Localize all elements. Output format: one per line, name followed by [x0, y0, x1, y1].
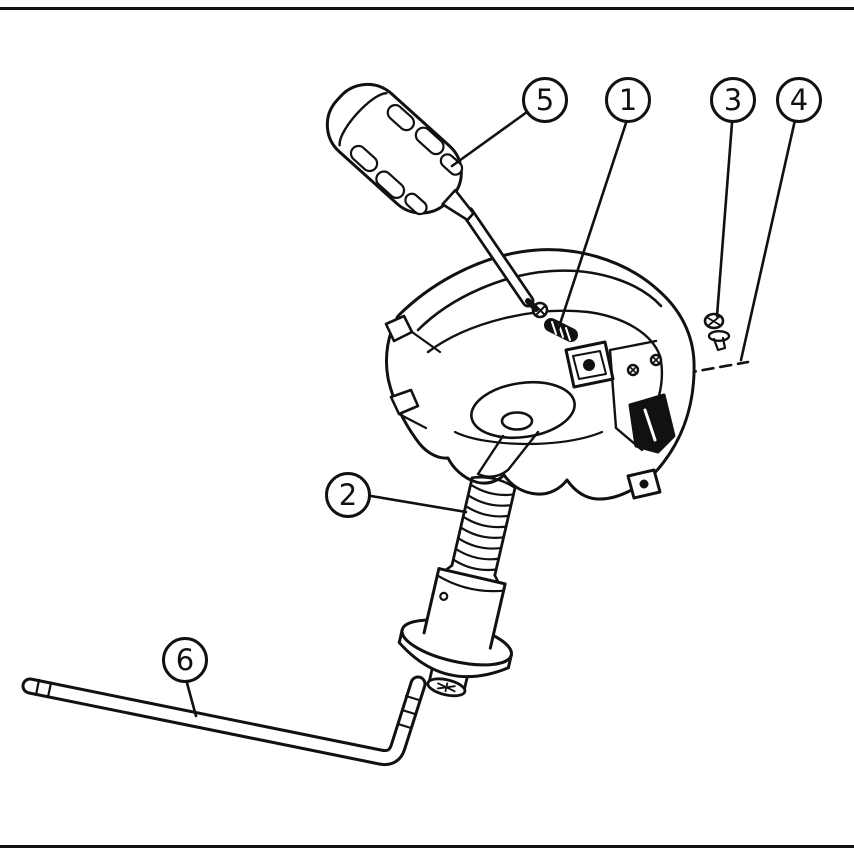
- clamp-screw-washer: [707, 330, 731, 343]
- handle-grip-slot: [439, 153, 464, 176]
- callout-5: 5: [522, 77, 568, 123]
- top-border-line: [0, 7, 854, 10]
- handle-grip-slot: [349, 144, 379, 173]
- torx-key: [21, 675, 427, 766]
- square-insert-inner-edge: [572, 350, 607, 380]
- cartridge-screw-1-slot: [629, 366, 637, 374]
- square-insert-center-hole: [583, 359, 595, 371]
- clamp-screw-tip: [712, 336, 727, 352]
- clamp-wedge-slot: [643, 408, 657, 442]
- callout-2-label: 2: [338, 477, 358, 512]
- center-bore-hole: [500, 411, 534, 431]
- screwdriver-ferrule: [441, 188, 475, 222]
- handle-grip-slot: [386, 103, 416, 132]
- bolt-flange-rim: [397, 628, 513, 679]
- leader-line-5: [450, 110, 529, 168]
- leader-line-4: [739, 118, 797, 362]
- bolt-torx-star: [437, 682, 456, 693]
- callout-5-label: 5: [535, 82, 555, 117]
- clamp-wedge: [628, 393, 676, 454]
- bolt-head-pin-hole: [439, 591, 449, 601]
- callout-1-label: 1: [618, 82, 638, 117]
- clamp-screw-and-washer: [703, 312, 731, 352]
- center-hub: [470, 381, 576, 439]
- bottom-insert-hole: [639, 479, 649, 489]
- leader-lines: [185, 110, 797, 718]
- cutter-face-opening-line: [426, 309, 664, 426]
- callout-2: 2: [325, 472, 371, 518]
- bolt-thread-top: [470, 475, 517, 489]
- callout-6: 6: [162, 637, 208, 683]
- bolt-head-fill: [424, 568, 506, 649]
- handle-end-cap-line: [338, 92, 388, 147]
- bolt-head-sides: [422, 567, 507, 650]
- mounting-bolt: [397, 475, 517, 698]
- bore-funnel-lines: [476, 430, 540, 478]
- handle-grip-slot: [404, 192, 428, 216]
- leader-line-1: [556, 121, 628, 332]
- cutter-top-rim-line: [416, 269, 663, 332]
- bolt-head-top-arc: [436, 574, 505, 593]
- key-arm-inner: [24, 678, 424, 763]
- leader-line-3: [715, 121, 734, 318]
- bolt-thread-crests: [452, 483, 515, 572]
- screwdriver-tip: [525, 298, 539, 312]
- callout-3: 3: [710, 77, 756, 123]
- cutter-face-shelf-line: [453, 430, 604, 446]
- cutter-body-outline: [384, 248, 696, 501]
- screwdriver-handle-group: [325, 82, 475, 222]
- handle-grip-slot: [375, 170, 406, 200]
- clamp-screw-cross-slot: [707, 316, 721, 326]
- callout-6-label: 6: [175, 642, 195, 677]
- leader-line-6: [185, 681, 198, 718]
- key-right-tip-flutes: [396, 694, 421, 730]
- cartridge-screw-2-slot: [652, 356, 660, 364]
- bottom-border-line: [0, 845, 854, 848]
- callout-3-label: 3: [723, 82, 743, 117]
- bolt-thread-sides: [450, 476, 517, 577]
- left-pocket-lines: [397, 330, 442, 430]
- leader-line-2: [369, 494, 468, 514]
- left-pocket-tab-lower: [389, 388, 420, 416]
- callout-4: 4: [776, 77, 822, 123]
- screwdriver-shaft-inner: [464, 209, 532, 305]
- handle-grip-slot: [414, 126, 445, 156]
- key-left-tip-splines: [34, 678, 53, 699]
- callout-1: 1: [605, 77, 651, 123]
- milling-cutter-head: [384, 248, 696, 501]
- callout-4-label: 4: [789, 82, 809, 117]
- screwdriver: [325, 82, 539, 312]
